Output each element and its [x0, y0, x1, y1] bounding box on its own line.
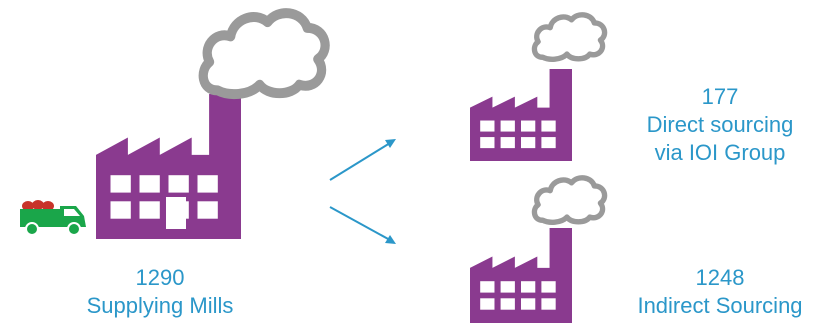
indirect-sourcing-factory [470, 178, 605, 323]
direct-sourcing-text-line1: Direct sourcing [646, 112, 794, 137]
factory-door [166, 197, 186, 229]
indirect-sourcing-count: 1248 [695, 265, 745, 290]
truck-icon [20, 200, 86, 236]
factory-icon [470, 228, 572, 323]
factory-icon [470, 69, 572, 161]
direct-sourcing-factory [470, 15, 605, 161]
supplying-mills-count: 1290 [135, 265, 185, 290]
supplying-mills-text: Supplying Mills [86, 293, 234, 318]
smoke-cloud-icon [534, 178, 604, 222]
smoke-cloud-icon [203, 13, 325, 94]
arrow-icon-direct [329, 139, 396, 181]
direct-sourcing-label: 177 Direct sourcing via IOI Group [620, 83, 820, 167]
indirect-sourcing-text: Indirect Sourcing [637, 293, 803, 318]
smoke-cloud-icon [534, 15, 604, 59]
direct-sourcing-count: 177 [701, 84, 739, 109]
supplying-mills-label: 1290 Supplying Mills [50, 264, 270, 320]
supplying-mills-factory [96, 13, 325, 239]
indirect-sourcing-label: 1248 Indirect Sourcing [618, 264, 822, 320]
arrow-icon-indirect [329, 206, 396, 244]
direct-sourcing-text-line2: via IOI Group [654, 140, 786, 165]
